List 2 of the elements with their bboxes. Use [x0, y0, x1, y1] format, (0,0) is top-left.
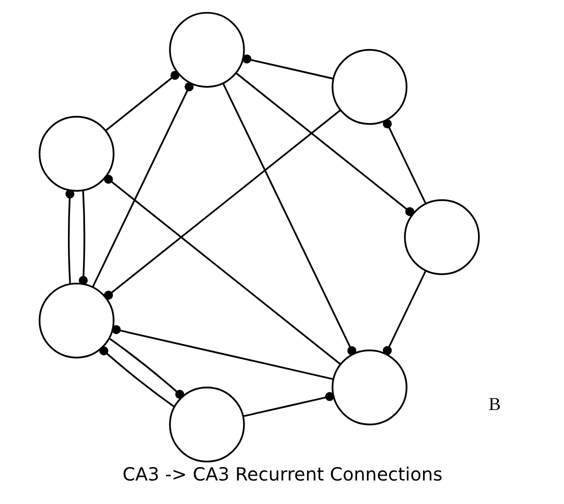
label: B: [488, 394, 500, 414]
caption: CA3 -> CA3 Recurrent Connections: [122, 464, 442, 486]
